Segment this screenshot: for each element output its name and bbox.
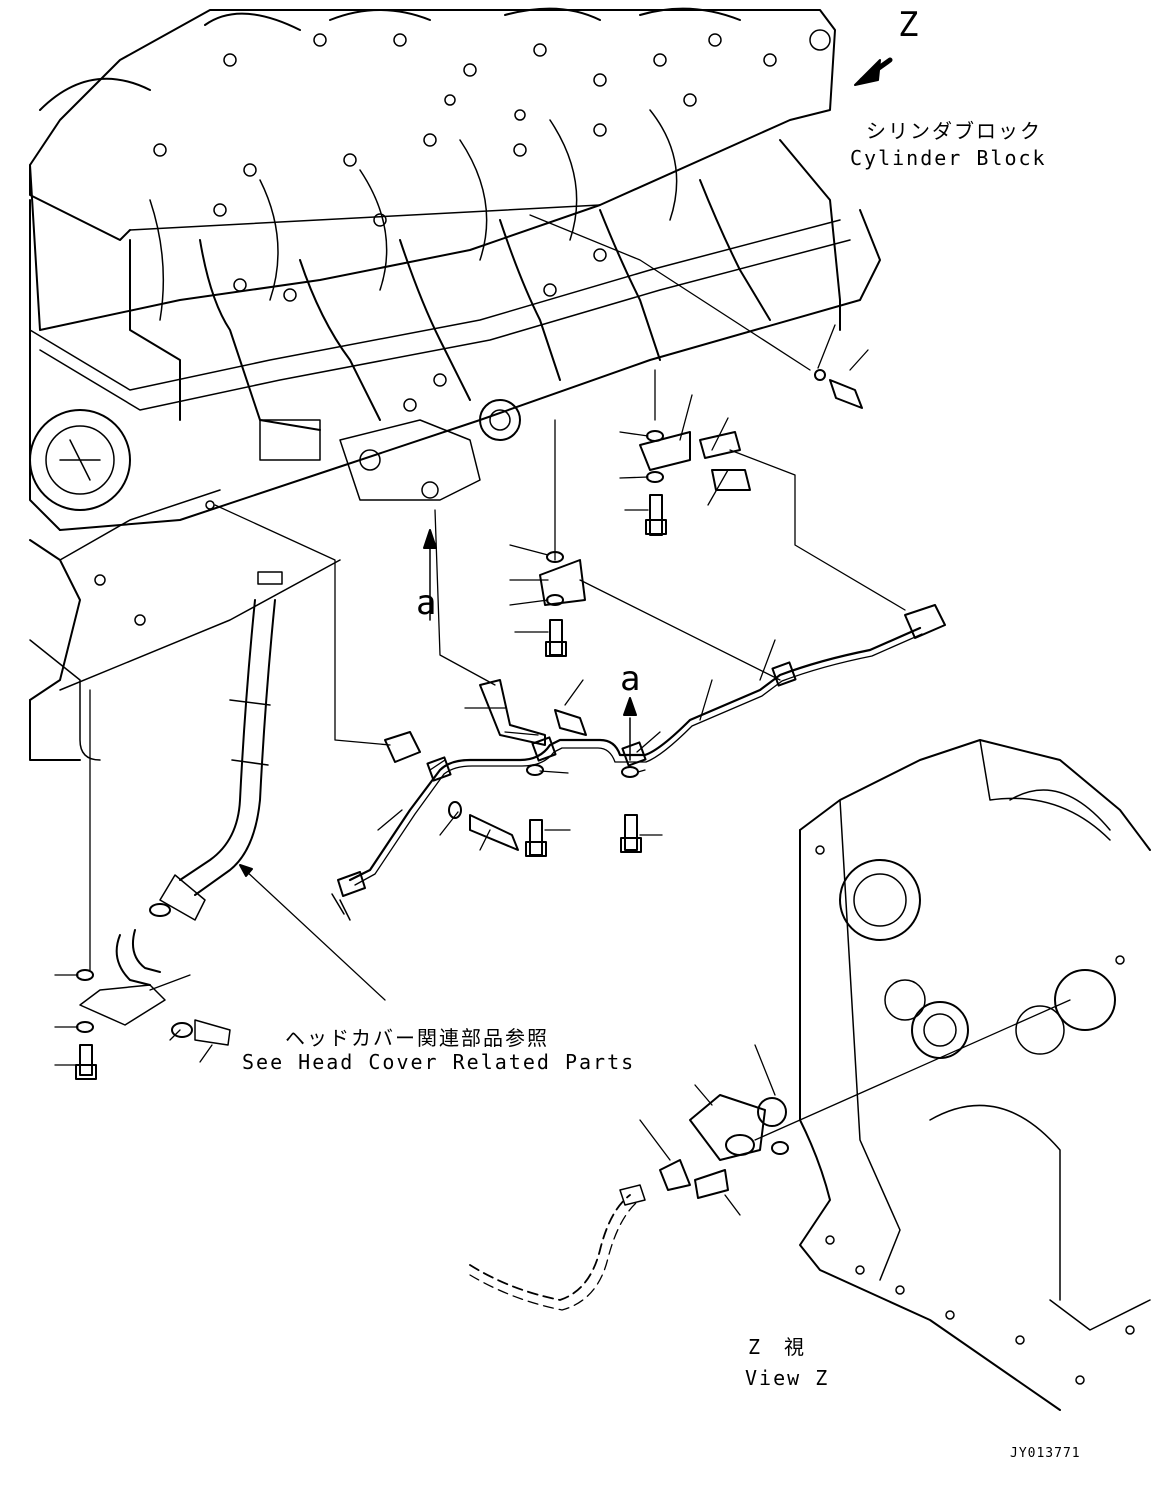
head-cover-label-en: See Head Cover Related Parts	[242, 1050, 636, 1074]
arrows	[239, 57, 893, 1001]
brackets-and-fasteners	[75, 369, 863, 1080]
drawing-reference-number: JY013771	[1010, 1446, 1081, 1461]
callout-a-left: a	[416, 583, 437, 623]
part-leaders	[54, 324, 869, 1216]
hose-assembly	[79, 571, 283, 1046]
view-z-block	[799, 739, 1151, 1411]
cylinder-block-label-en: Cylinder Block	[850, 146, 1047, 170]
head-cover-label-jp: ヘッドカバー関連部品参照	[285, 1026, 549, 1050]
view-z-marker: Z	[898, 5, 919, 45]
cylinder-block-label-jp: シリンダブロック	[866, 119, 1042, 143]
leader-lines	[89, 214, 1071, 1141]
view-z-sensor	[469, 1044, 789, 1311]
view-z-label-jp: Z 視	[748, 1335, 807, 1359]
cylinder-block	[29, 7, 881, 761]
view-z-label-en: View Z	[745, 1366, 830, 1390]
sensor-harness	[331, 604, 946, 921]
callout-a-right: a	[620, 659, 641, 699]
